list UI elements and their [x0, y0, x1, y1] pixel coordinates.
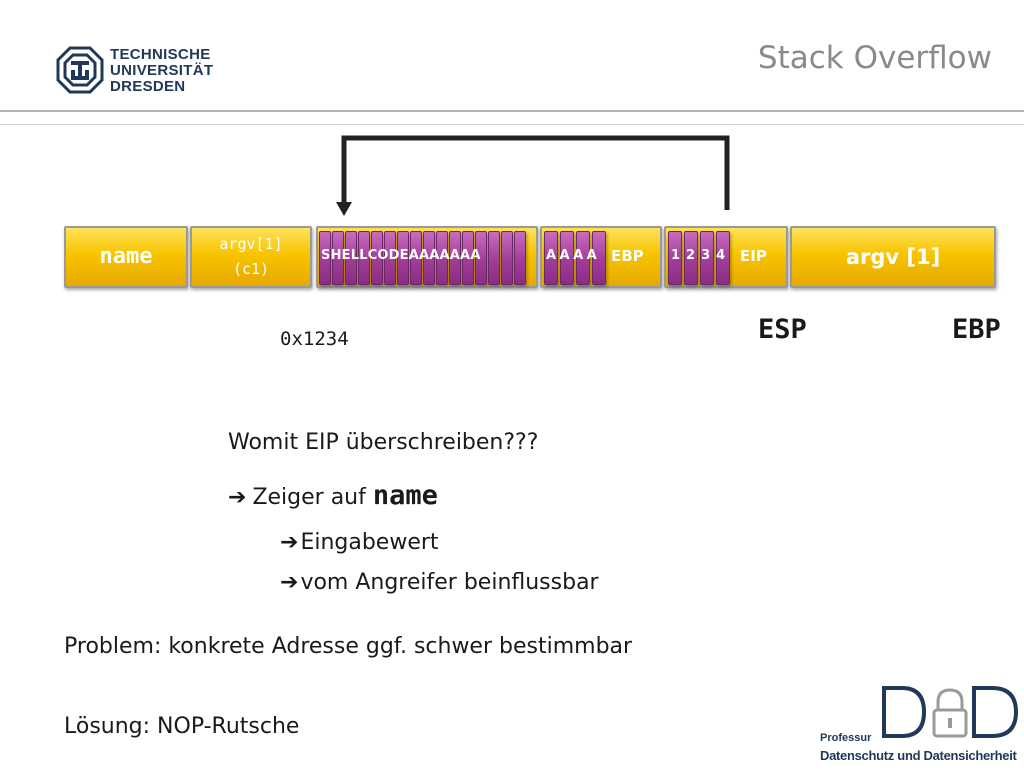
eip-cell-label: EIP: [740, 247, 767, 265]
stack-cell-name: name: [64, 226, 188, 288]
bullet-input-value-text: Eingabewert: [300, 530, 439, 555]
university-line-1: TECHNISCHE: [110, 46, 211, 63]
ebp-label: EBP: [952, 314, 1001, 345]
bullet-pointer: ➔Zeiger auf name: [228, 480, 438, 511]
bullet-input-value: ➔Eingabewert: [280, 530, 439, 555]
arrow-bullet-icon: ➔: [280, 530, 299, 555]
dud-logo-icon: [882, 686, 1019, 738]
slide-title: Stack Overflow: [757, 40, 992, 76]
argv-c1-line-1: argv[1]: [219, 235, 283, 253]
argv-c1-line-2: (c1): [232, 260, 270, 278]
university-line-3: DRESDEN: [110, 78, 186, 95]
question-text: Womit EIP überschreiben???: [228, 430, 539, 455]
eip-overwrite-bytes: 1234 EIP: [668, 231, 784, 285]
solution-text: Lösung: NOP-Rutsche: [64, 714, 300, 739]
eip-filler-label: 1234: [671, 248, 732, 263]
bullet-pointer-text: Zeiger auf: [252, 485, 366, 510]
problem-text: Problem: konkrete Adresse ggf. schwer be…: [64, 634, 633, 659]
ebp-overwrite-bytes: AAAA EBP: [544, 231, 658, 285]
shellcode-bytes: SHELLCODEAAAAAAA: [319, 231, 535, 285]
stack-cell-argv1: argv [1]: [790, 226, 996, 288]
university-name: TECHNISCHE UNIVERSITÄT DRESDEN: [110, 47, 213, 95]
esp-label: ESP: [758, 314, 807, 345]
bullet-attacker-controlled: ➔vom Angreifer beinflussbar: [280, 570, 599, 595]
arrow-bullet-icon: ➔: [228, 485, 247, 510]
jump-arrow-icon: [336, 135, 730, 216]
university-line-2: UNIVERSITÄT: [110, 62, 214, 79]
header-divider: [0, 110, 1024, 112]
stack-cell-argv-c1: argv[1] (c1): [190, 226, 312, 288]
dud-logo-line2: Datenschutz und Datensicherheit: [820, 748, 1017, 763]
bullet-attacker-controlled-text: vom Angreifer beinflussbar: [300, 570, 599, 595]
address-label: 0x1234: [280, 328, 349, 350]
ebp-cell-label: EBP: [611, 247, 644, 265]
tu-dresden-logo-icon: [56, 46, 104, 94]
header-divider-thin: [0, 124, 1024, 125]
dud-logo-line1: Professur: [820, 732, 872, 744]
ebp-filler-label: AAAA: [546, 248, 601, 263]
bullet-pointer-code: name: [372, 480, 438, 511]
dud-logo: Professur Datenschutz und Datensicherhei…: [820, 682, 1020, 768]
arrow-bullet-icon: ➔: [280, 570, 299, 595]
shellcode-label: SHELLCODEAAAAAAA: [321, 248, 481, 263]
